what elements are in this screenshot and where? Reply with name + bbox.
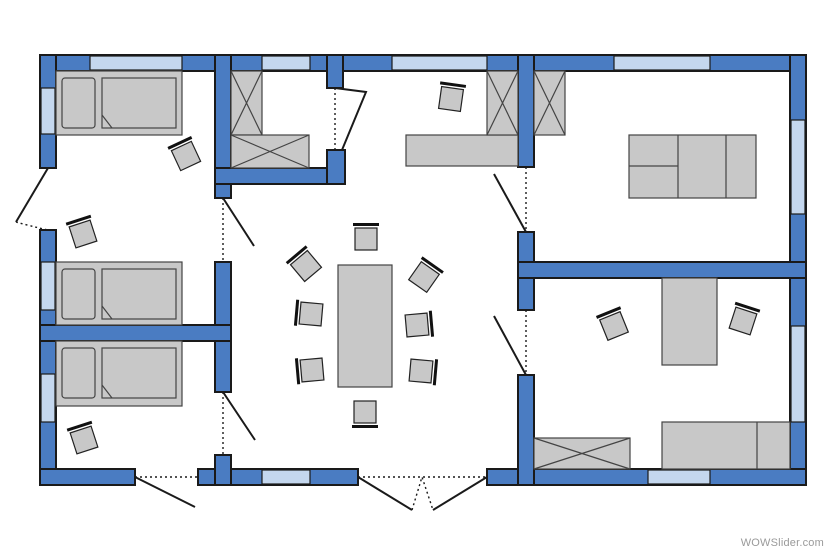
window-icon xyxy=(790,325,806,423)
wall-right-partition-bottom xyxy=(517,374,535,486)
watermark: WOWSlider.com xyxy=(740,537,824,549)
window-icon xyxy=(40,261,56,311)
door-icon xyxy=(134,476,198,508)
window-icon xyxy=(40,87,56,135)
wardrobe-icon xyxy=(230,70,263,136)
counter-icon xyxy=(405,134,519,167)
table-icon xyxy=(337,264,393,388)
door-icon xyxy=(15,167,49,231)
chair-icon xyxy=(350,399,380,428)
wardrobe-icon xyxy=(486,70,519,136)
window-icon xyxy=(613,55,711,71)
bed-icon xyxy=(661,421,791,470)
window-icon xyxy=(89,55,183,71)
wardrobe-icon xyxy=(533,70,566,136)
desk-icon xyxy=(661,277,718,366)
door-icon xyxy=(493,310,527,376)
door-icon xyxy=(222,391,256,455)
wall-closet-stub xyxy=(326,149,346,185)
windows xyxy=(40,55,806,485)
chair-icon xyxy=(351,223,381,252)
window-icon xyxy=(391,55,488,71)
window-icon xyxy=(40,373,56,423)
bed-icon xyxy=(628,134,757,199)
bed-icon xyxy=(55,70,183,136)
doors xyxy=(15,87,527,511)
wall-bed-partition-bottom xyxy=(214,454,232,486)
wall-closet-top-stub xyxy=(326,54,344,89)
door-icon xyxy=(334,87,368,151)
wardrobe-icon xyxy=(230,134,310,169)
door-icon xyxy=(357,474,488,511)
door-icon xyxy=(493,167,527,233)
door-icon xyxy=(222,197,255,262)
wall-right-partition-top xyxy=(517,54,535,168)
bed-icon xyxy=(55,261,183,326)
window-icon xyxy=(647,469,711,485)
window-icon xyxy=(261,55,311,71)
wall-closet-bottom xyxy=(214,167,346,185)
bed-icon xyxy=(55,340,183,407)
window-icon xyxy=(261,469,311,485)
wall-bottom-1 xyxy=(39,468,136,486)
wall-bed-divider xyxy=(39,324,232,342)
wardrobe-icon xyxy=(533,437,631,470)
wall-right-divider xyxy=(517,261,807,279)
window-icon xyxy=(790,119,806,215)
